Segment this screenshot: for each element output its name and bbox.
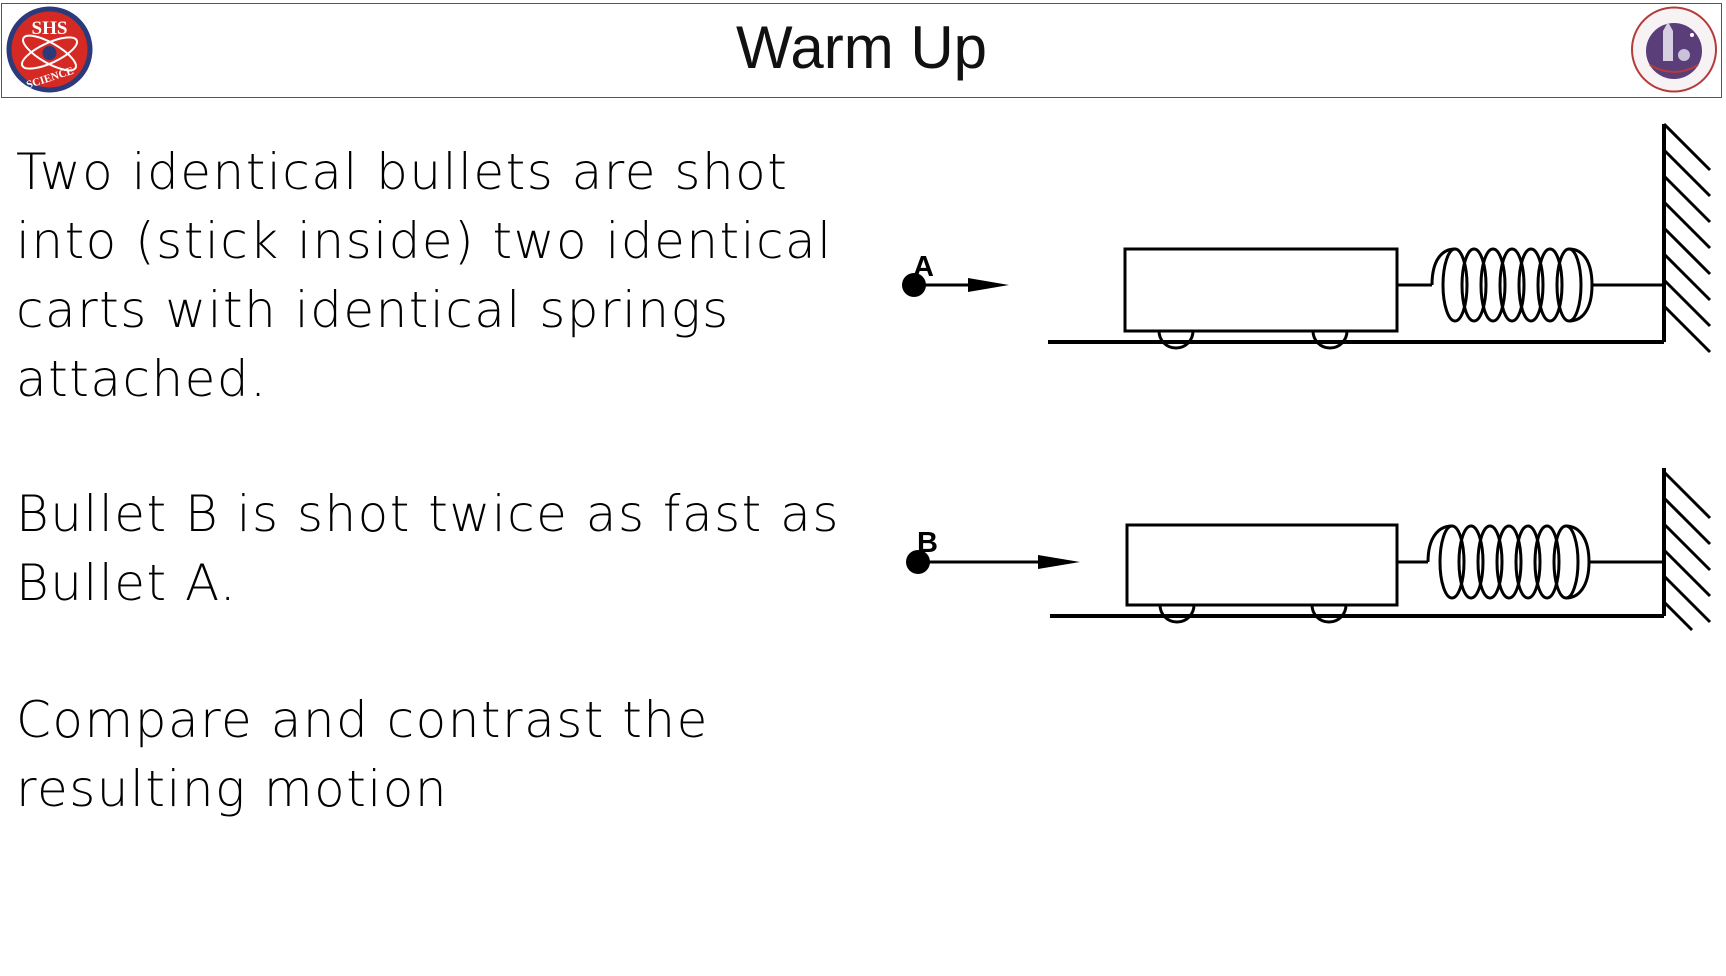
cart-spring-diagram: A	[902, 122, 1712, 632]
intro-line-1: Two identical bullets are shot	[16, 143, 789, 201]
slide-header: SHS SCIENCE Warm Up	[1, 3, 1722, 98]
wall-a-hatching	[1662, 122, 1712, 354]
somerville-public-schools-logo	[1631, 6, 1717, 93]
intro-line-3: carts with identical springs	[16, 281, 730, 339]
arrowhead-a	[968, 278, 1009, 292]
intro-paragraph: Two identical bullets are shot into (sti…	[16, 138, 833, 414]
cart-b	[1125, 523, 1399, 607]
intro-line-2: into (stick inside) two identical	[16, 212, 833, 270]
wall-b-hatching	[1662, 470, 1712, 632]
wheel-b-right	[1310, 604, 1348, 624]
logo-left-top-text: SHS	[32, 18, 68, 39]
speed-line-2: Bullet A.	[16, 554, 238, 612]
setup-a: A	[902, 122, 1712, 354]
wheel-a-right	[1311, 330, 1349, 350]
shs-science-logo: SHS SCIENCE	[6, 6, 93, 93]
question-line-2: resulting motion	[16, 760, 449, 818]
arrowhead-b	[1038, 555, 1080, 569]
speed-paragraph: Bullet B is shot twice as fast as Bullet…	[16, 480, 840, 618]
page-title: Warm Up	[735, 14, 988, 81]
question-paragraph: Compare and contrast the resulting motio…	[16, 686, 709, 824]
setup-b: B	[906, 468, 1712, 632]
wheel-b-left	[1158, 604, 1196, 624]
spring-b	[1397, 524, 1664, 600]
spring-a	[1397, 247, 1664, 323]
intro-line-4: attached.	[16, 350, 268, 408]
cart-a	[1123, 247, 1399, 333]
question-line-1: Compare and contrast the	[16, 691, 709, 749]
speed-line-1: Bullet B is shot twice as fast as	[16, 485, 840, 543]
wheel-a-left	[1157, 330, 1195, 350]
